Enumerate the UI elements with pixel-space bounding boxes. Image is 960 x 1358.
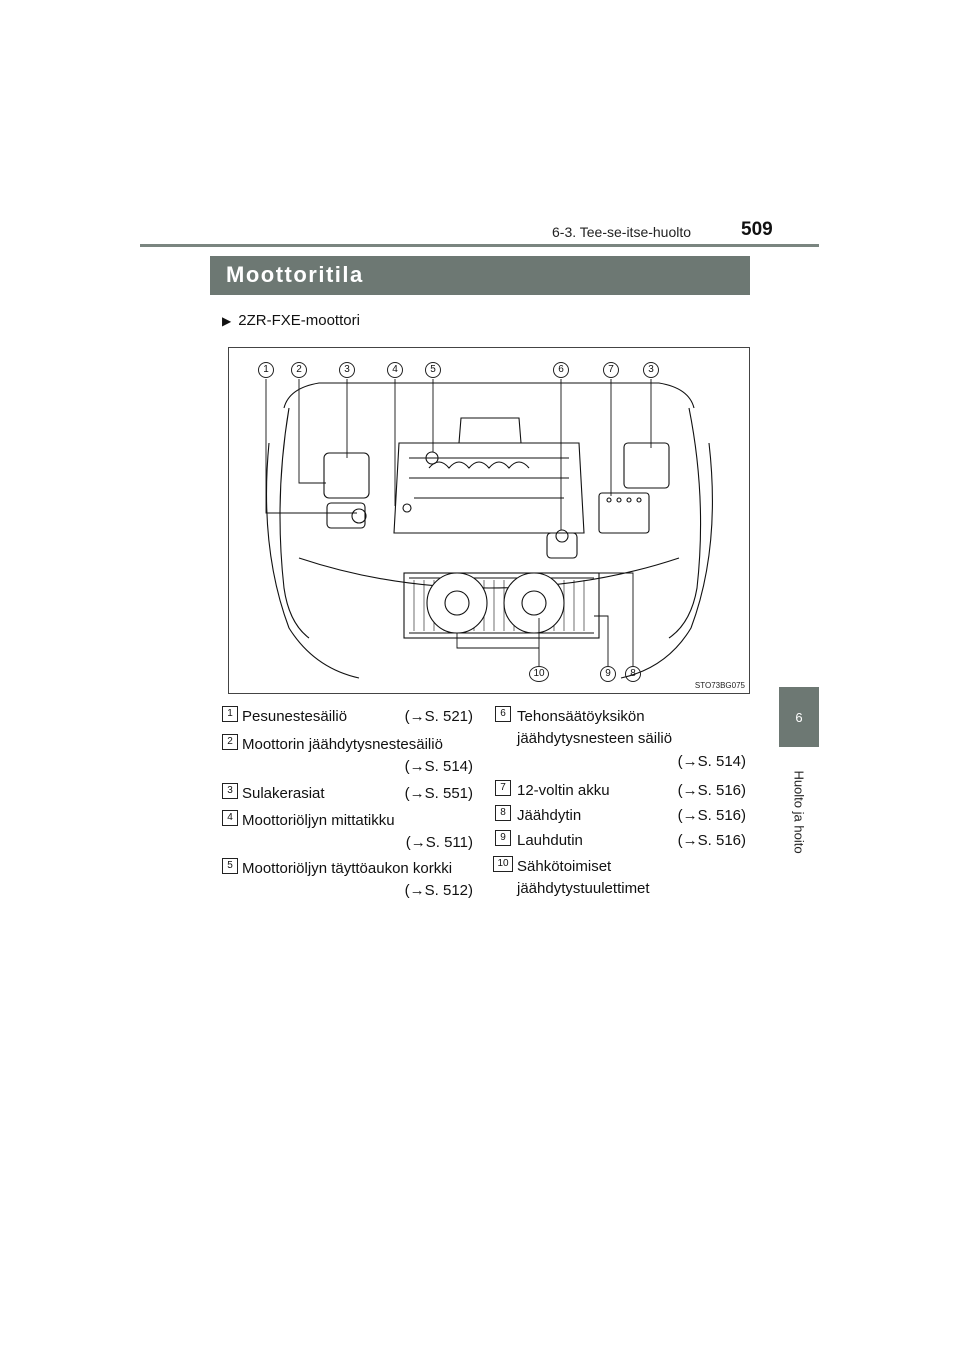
engine-compartment-figure: 1 2 3 4 5 6 7 3 10 9 8 STO73BG075 — [228, 347, 750, 694]
callout-1: 1 — [258, 362, 274, 378]
legend-ref-2: (→S. 514) — [404, 758, 473, 775]
legend-label-10-line1: Sähkötoimiset — [517, 858, 612, 875]
legend-badge-4: 4 — [222, 810, 238, 826]
callout-5: 5 — [425, 362, 441, 378]
callout-3-right: 3 — [643, 362, 659, 378]
legend-badge-8: 8 — [495, 805, 511, 821]
legend-label-3: Sulakerasiat — [242, 785, 325, 802]
callout-9: 9 — [600, 666, 616, 682]
legend-ref-4: (→S. 511) — [405, 834, 473, 851]
legend-label-5: Moottoriöljyn täyttöaukon korkki — [242, 860, 453, 877]
callout-7: 7 — [603, 362, 619, 378]
callout-2: 2 — [291, 362, 307, 378]
legend-label-4: Moottoriöljyn mittatikku — [242, 812, 395, 829]
legend-ref-1: (→S. 521) — [404, 708, 473, 725]
legend-badge-2: 2 — [222, 734, 238, 750]
legend-ref-8: (→S. 516) — [677, 807, 746, 824]
page-number: 509 — [741, 219, 773, 240]
engine-variant-heading: ▶ 2ZR-FXE-moottori — [222, 312, 360, 329]
legend-label-7: 12-voltin akku — [517, 782, 610, 799]
section-title: Moottoritila — [226, 262, 364, 287]
callout-4: 4 — [387, 362, 403, 378]
legend-ref-3: (→S. 551) — [404, 785, 473, 802]
legend-badge-10: 10 — [493, 856, 513, 872]
callout-3: 3 — [339, 362, 355, 378]
legend-label-1: Pesunestesäiliö — [242, 708, 348, 725]
engine-variant-label: 2ZR-FXE-moottori — [238, 312, 360, 329]
engine-compartment-illustration — [265, 379, 713, 679]
legend-badge-1: 1 — [222, 706, 238, 722]
header-divider — [140, 244, 819, 247]
legend-badge-5: 5 — [222, 858, 238, 874]
chapter-number: 6 — [795, 709, 803, 725]
legend-badge-3: 3 — [222, 783, 238, 799]
legend-ref-5: (→S. 512) — [404, 882, 473, 899]
triangle-bullet-icon: ▶ — [222, 314, 232, 328]
legend-badge-6: 6 — [495, 706, 511, 722]
figure-code: STO73BG075 — [694, 681, 745, 690]
legend-label-6-line2: jäähdytysnesteen säiliö — [517, 730, 673, 747]
legend-label-2: Moottorin jäähdytysnestesäiliö — [242, 736, 443, 753]
legend-badge-9: 9 — [495, 830, 511, 846]
chapter-tab[interactable]: 6 — [779, 687, 819, 747]
legend-label-9: Lauhdutin — [517, 832, 583, 849]
callout-8: 8 — [625, 666, 641, 682]
legend-ref-7: (→S. 516) — [677, 782, 746, 799]
legend-label-6-line1: Tehonsäätöyksikön — [517, 708, 645, 725]
callout-10: 10 — [529, 666, 549, 682]
legend-label-10-line2: jäähdytystuulettimet — [517, 880, 650, 897]
legend-ref-9: (→S. 516) — [677, 832, 746, 849]
running-header-section: 6-3. Tee-se-itse-huolto — [552, 224, 692, 240]
callout-6: 6 — [553, 362, 569, 378]
legend-ref-6: (→S. 514) — [677, 753, 746, 770]
section-title-bar: Moottoritila — [210, 256, 750, 295]
chapter-side-label: Huolto ja hoito — [791, 770, 807, 854]
legend-badge-7: 7 — [495, 780, 511, 796]
legend-label-8: Jäähdytin — [517, 807, 582, 824]
